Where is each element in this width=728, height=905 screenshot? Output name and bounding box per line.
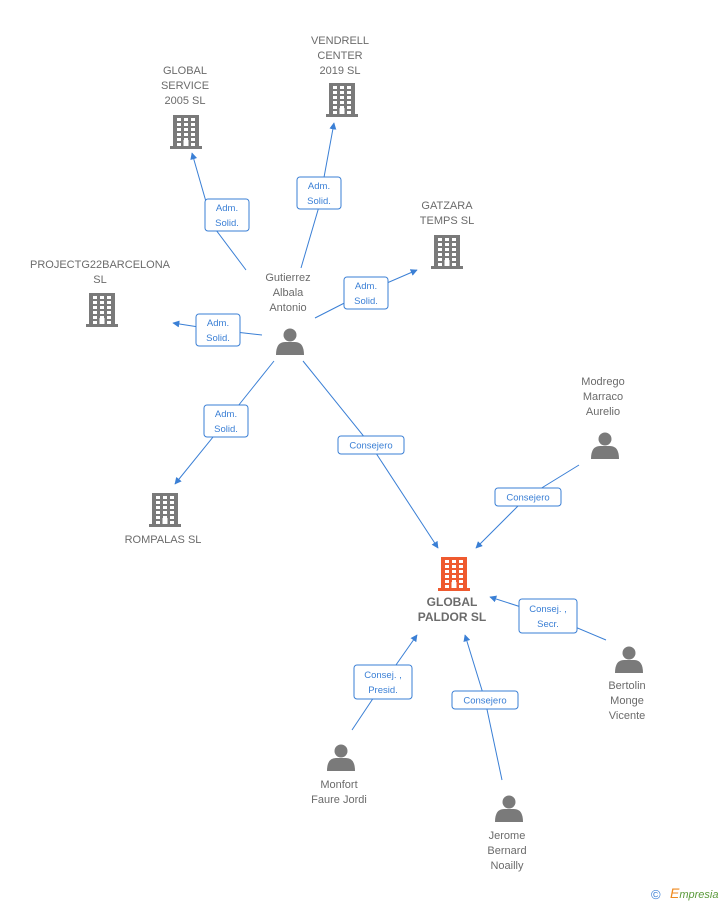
node-label: Noailly — [490, 860, 524, 872]
edge-label-box — [518, 598, 578, 634]
edge-label: Adm. — [308, 181, 330, 192]
edge-label: Solid. — [206, 333, 230, 344]
node-label: Aurelio — [586, 406, 620, 418]
node-label: ROMPALAS SL — [125, 534, 202, 546]
relation-edge[interactable]: Consej. , Secr. — [489, 595, 607, 641]
edge-label: Adm. — [207, 318, 229, 329]
building-icon — [326, 83, 358, 117]
person-icon — [615, 646, 643, 673]
company-node[interactable]: VENDRELL CENTER 2019 SL — [311, 35, 369, 117]
relation-edge[interactable]: Consejero — [451, 634, 519, 781]
copyright-symbol: © — [651, 887, 661, 902]
edge-label-box — [451, 690, 519, 710]
node-label: Vicente — [609, 710, 646, 722]
nodes-layer: VENDRELL CENTER 2019 SL GLOBAL SERVICE 2005 S… — [30, 35, 646, 872]
relation-edge[interactable]: Adm. Solid. — [296, 122, 342, 269]
person-icon — [495, 795, 523, 822]
relation-edge[interactable]: Consejero — [475, 464, 580, 549]
relation-edge[interactable]: Consejero — [302, 360, 439, 549]
node-label: Antonio — [269, 302, 306, 314]
node-label: PALDOR SL — [418, 610, 486, 624]
edge-label: Consej. , — [529, 604, 567, 615]
edge-label: Solid. — [215, 218, 239, 229]
edge-label: Adm. — [215, 409, 237, 420]
edge-label: Solid. — [307, 196, 331, 207]
edge-label-box — [296, 176, 342, 210]
node-label: 2005 SL — [165, 95, 206, 107]
node-label: PROJECTG22BARCELONA — [30, 259, 171, 271]
edges-layer: Adm. Solid. Adm. Solid. Adm. Solid. Adm. Solid.… — [172, 122, 607, 781]
node-label: GATZARA — [421, 200, 473, 212]
edge-label: Consej. , — [364, 670, 402, 681]
node-label: Monge — [610, 695, 644, 707]
footer-brand[interactable]: © Empresia — [651, 885, 718, 902]
edge-label-box — [353, 664, 413, 700]
node-label: TEMPS SL — [420, 215, 474, 227]
relation-edge[interactable]: Adm. Solid. — [174, 360, 275, 485]
edge-label: Presid. — [368, 685, 398, 696]
edge-label: Solid. — [354, 296, 378, 307]
building-icon — [431, 235, 463, 269]
brand-logo-text: Empresia — [670, 885, 718, 901]
node-label: GLOBAL — [163, 65, 207, 77]
node-label: VENDRELL — [311, 35, 369, 47]
edge-label-box — [337, 435, 405, 455]
person-icon — [327, 744, 355, 771]
building-icon — [149, 493, 181, 527]
node-label: Bernard — [487, 845, 526, 857]
building-icon — [86, 293, 118, 327]
building-icon — [438, 557, 470, 591]
node-label: Bertolin — [608, 680, 645, 692]
node-label: Albala — [273, 287, 304, 299]
node-label: CENTER — [317, 50, 362, 62]
node-label: SERVICE — [161, 80, 209, 92]
node-label: Modrego — [581, 376, 624, 388]
edge-label: Solid. — [214, 424, 238, 435]
edge-label-box — [494, 487, 562, 507]
company-node[interactable]: PROJECTG22BARCELONA SL — [30, 259, 171, 327]
building-icon — [170, 115, 202, 149]
relation-edge[interactable]: Adm. Solid. — [190, 152, 250, 271]
node-label: Monfort — [320, 779, 357, 791]
edge-arrow — [300, 122, 337, 269]
edge-label-box — [204, 198, 250, 232]
company-node[interactable]: ROMPALAS SL — [125, 493, 202, 546]
node-label: 2019 SL — [320, 65, 361, 77]
node-label: GLOBAL — [427, 595, 478, 609]
edge-label: Adm. — [355, 281, 377, 292]
node-label: SL — [93, 274, 106, 286]
node-label: Marraco — [583, 391, 623, 403]
company-node[interactable]: GLOBAL SERVICE 2005 SL — [161, 65, 209, 149]
relation-edge[interactable]: Adm. Solid. — [172, 313, 263, 347]
relation-edge[interactable]: Adm. Solid. — [314, 269, 418, 319]
node-label: Jerome — [489, 830, 526, 842]
node-label: Gutierrez — [265, 272, 310, 284]
person-icon — [591, 432, 619, 459]
edge-label: Consejero — [463, 696, 506, 707]
person-icon — [276, 328, 304, 355]
node-label: Faure Jordi — [311, 794, 367, 806]
edge-label: Adm. — [216, 203, 238, 214]
company-node[interactable]: GATZARA TEMPS SL — [420, 200, 474, 269]
edge-label-box — [343, 276, 389, 310]
edge-label: Consejero — [349, 441, 392, 452]
edge-label-box — [203, 404, 249, 438]
edge-label: Secr. — [537, 619, 559, 630]
edge-label-box — [195, 313, 241, 347]
relation-edge[interactable]: Consej. , Presid. — [351, 634, 418, 731]
edge-label: Consejero — [506, 493, 549, 504]
